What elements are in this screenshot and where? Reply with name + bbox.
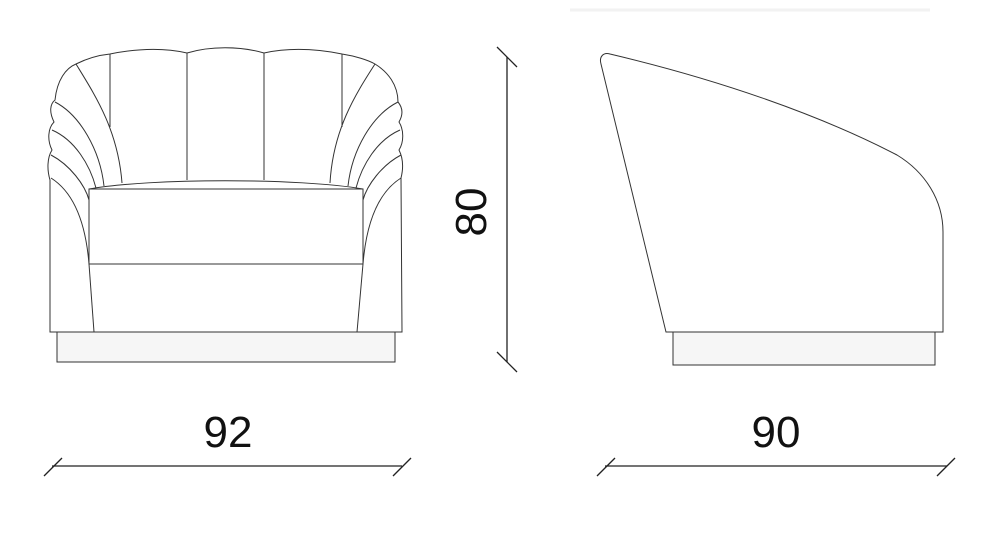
front-view bbox=[47, 47, 404, 363]
side-view bbox=[600, 53, 944, 366]
front-outline bbox=[47, 47, 404, 333]
seat-cushion bbox=[88, 188, 364, 265]
left-arm-pleats bbox=[50, 63, 123, 265]
front-plinth bbox=[56, 331, 396, 363]
height-dimension: 80 bbox=[447, 46, 518, 373]
front-panel-edge bbox=[356, 263, 364, 333]
width-label: 92 bbox=[204, 408, 253, 457]
side-outline bbox=[600, 53, 944, 333]
width-dimension: 92 bbox=[43, 408, 412, 477]
height-label: 80 bbox=[447, 188, 496, 237]
depth-dimension: 90 bbox=[596, 408, 956, 477]
seat-top bbox=[88, 180, 364, 190]
depth-label: 90 bbox=[752, 408, 801, 457]
side-plinth bbox=[672, 331, 936, 366]
right-arm-pleats bbox=[329, 63, 402, 265]
front-panel-edge bbox=[88, 263, 95, 333]
